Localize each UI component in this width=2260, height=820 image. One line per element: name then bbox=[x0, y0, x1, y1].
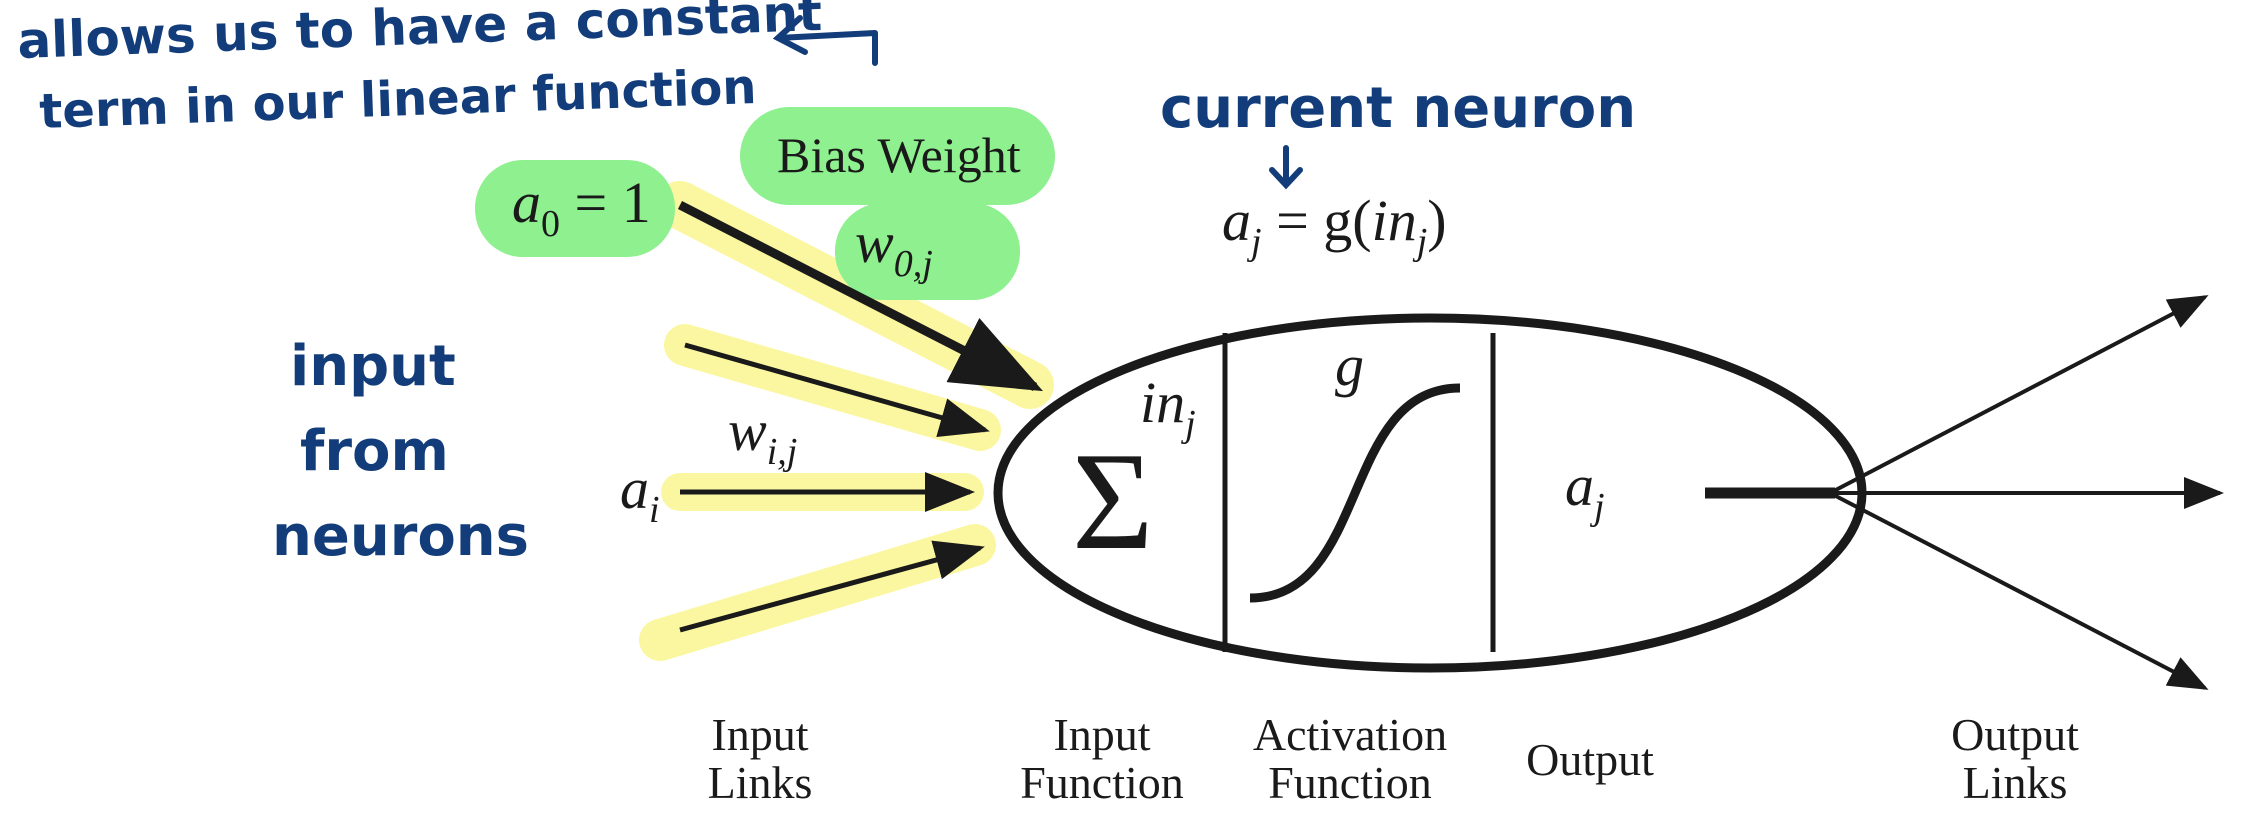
output-links bbox=[1705, 295, 2224, 690]
caption-output: Output bbox=[1526, 734, 1654, 785]
caption-activation-function-2: Function bbox=[1268, 757, 1432, 808]
bias-highlights bbox=[475, 107, 1055, 300]
in-j-label: inj bbox=[1140, 370, 1196, 445]
bias-weight-highlight bbox=[740, 107, 1055, 205]
bias-note-arrow bbox=[772, 15, 878, 66]
output-link-down bbox=[1829, 491, 2209, 690]
neuron-labels: Σ inj g aj bbox=[1072, 333, 1605, 579]
input-link-3-arrow bbox=[679, 540, 985, 633]
bias-note-line2: term in our linear function bbox=[38, 59, 757, 140]
bias-note-line1: allows us to have a constant bbox=[16, 0, 823, 70]
a0-label: a0 = 1 bbox=[512, 170, 651, 245]
math-labels: a0 = 1 Bias Weight w0,j aj = g(inj) wi,j… bbox=[512, 127, 1447, 531]
input-note-line3: neurons bbox=[272, 504, 529, 569]
output-link-up bbox=[1829, 295, 2209, 495]
w0j-label: w0,j bbox=[855, 210, 933, 285]
caption-input-links-2: Links bbox=[708, 757, 813, 808]
w0j-highlight bbox=[835, 203, 1020, 300]
sigmoid-curve bbox=[1249, 383, 1461, 603]
captions: Input Links Input Function Activation Fu… bbox=[708, 709, 2080, 808]
caption-input-links-1: Input bbox=[711, 709, 808, 760]
g-label: g bbox=[1335, 333, 1364, 398]
caption-input-function-2: Function bbox=[1020, 757, 1184, 808]
a0-highlight bbox=[475, 160, 675, 257]
input-links bbox=[677, 200, 1044, 633]
current-neuron-arrow bbox=[1269, 145, 1303, 190]
input-note-line2: from bbox=[300, 419, 449, 484]
ai-label: ai bbox=[620, 456, 660, 531]
input-note-line1: input bbox=[290, 334, 456, 399]
current-neuron-note: current neuron bbox=[1160, 76, 1636, 141]
input-link-1-arrow bbox=[684, 342, 990, 437]
sum-symbol: Σ bbox=[1072, 424, 1153, 579]
aj-output-label: aj bbox=[1565, 453, 1605, 528]
caption-activation-function-1: Activation bbox=[1253, 709, 1447, 760]
wij-label: wi,j bbox=[728, 398, 797, 473]
caption-input-function-1: Input bbox=[1053, 709, 1150, 760]
caption-output-links-1: Output bbox=[1951, 709, 2079, 760]
bias-link-arrow bbox=[677, 200, 1044, 392]
caption-output-links-2: Links bbox=[1963, 757, 2068, 808]
activation-formula: aj = g(inj) bbox=[1222, 188, 1447, 263]
bias-weight-label: Bias Weight bbox=[777, 127, 1021, 183]
handwritten-arrows bbox=[772, 15, 1303, 190]
